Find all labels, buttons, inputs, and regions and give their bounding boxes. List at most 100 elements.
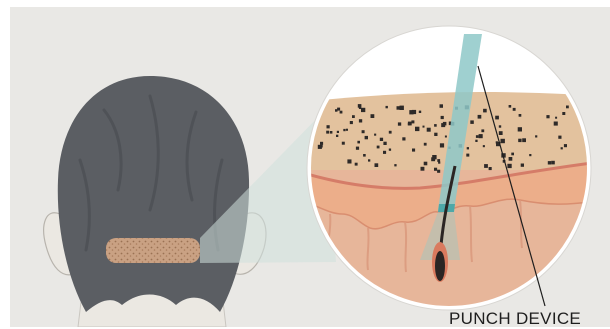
follicle-dot	[479, 134, 483, 138]
follicle-dot	[389, 149, 391, 151]
follicle-dot	[440, 104, 444, 108]
follicle-dot	[427, 128, 431, 132]
follicle-dot	[337, 108, 340, 111]
follicle-dot	[362, 130, 365, 133]
follicle-dot	[434, 124, 437, 127]
follicle-dot	[320, 145, 323, 148]
follicle-dot	[558, 136, 561, 139]
follicle-dot	[375, 163, 379, 167]
follicle-dot	[363, 154, 366, 157]
follicle-dot	[518, 127, 522, 131]
follicle-dot	[419, 111, 421, 113]
follicle-dot	[566, 106, 569, 109]
follicle-dot	[476, 135, 479, 138]
follicle-dot	[394, 164, 396, 166]
follicle-dot	[412, 110, 416, 114]
follicle-dot	[483, 145, 485, 147]
follicle-dot	[434, 168, 437, 171]
follicle-dot	[564, 144, 567, 147]
follicle-dot	[466, 154, 469, 157]
follicle-dot	[522, 138, 526, 142]
follicle-dot	[408, 123, 411, 126]
follicle-dot	[424, 162, 428, 166]
follicle-dot	[437, 159, 440, 162]
follicle-dot	[496, 141, 498, 143]
follicle-dot	[441, 116, 444, 119]
follicle-dot	[499, 125, 501, 127]
follicle-dot	[546, 115, 549, 118]
follicle-dot	[386, 106, 388, 108]
follicle-dot	[513, 108, 516, 111]
follicle-dot	[383, 151, 386, 154]
follicle-dot	[358, 104, 362, 108]
follicle-dot	[511, 153, 514, 156]
donor-patch	[106, 238, 200, 263]
follicle-dot	[489, 167, 492, 170]
follicle-dot	[402, 137, 405, 140]
follicle-dot	[383, 142, 386, 145]
follicle-dot	[337, 131, 339, 133]
follicle-dot	[352, 115, 355, 118]
follicle-dot	[374, 134, 376, 136]
follicle-dot	[424, 143, 427, 146]
follicle-dot	[483, 109, 487, 113]
follicle-dot	[561, 147, 563, 149]
follicle-dot	[359, 119, 362, 122]
follicle-dot	[509, 105, 512, 108]
follicle-dot	[335, 109, 338, 112]
follicle-dot	[415, 127, 419, 131]
follicle-dot	[554, 122, 558, 126]
follicle-dot	[355, 163, 358, 166]
follicle-core	[435, 251, 445, 281]
follicle-dot	[499, 131, 503, 135]
follicle-dot	[431, 157, 435, 161]
follicle-dot	[519, 114, 522, 117]
follicle-dot	[434, 133, 437, 136]
follicle-dot	[441, 123, 445, 127]
follicle-dot	[340, 111, 343, 114]
follicle-dot	[343, 129, 345, 131]
follicle-dot	[478, 115, 482, 119]
follicle-dot	[518, 139, 521, 142]
follicle-dot	[535, 135, 537, 137]
follicle-dot	[562, 112, 565, 115]
follicle-dot	[501, 139, 505, 143]
punch-device-label: PUNCH DEVICE	[449, 309, 581, 329]
follicle-dot	[336, 135, 338, 137]
follicle-dot	[470, 120, 474, 124]
follicle-dot	[330, 131, 333, 134]
follicle-dot	[380, 138, 383, 141]
follicle-dot	[551, 161, 555, 165]
follicle-dot	[555, 117, 557, 119]
follicle-dot	[357, 141, 360, 144]
follicle-dot	[467, 147, 469, 149]
follicle-dot	[475, 140, 477, 142]
follicle-dot	[377, 146, 380, 149]
follicle-dot	[398, 122, 401, 125]
follicle-dot	[440, 143, 444, 147]
follicle-dot	[346, 129, 348, 131]
follicle-dot	[421, 167, 425, 171]
follicle-dot	[484, 164, 488, 168]
follicle-dot	[389, 131, 392, 134]
follicle-dot	[437, 170, 440, 173]
follicle-dot	[529, 154, 531, 156]
follicle-dot	[365, 136, 368, 139]
follicle-dot	[509, 157, 513, 161]
follicle-dot	[356, 147, 359, 150]
follicle-dot	[495, 116, 499, 120]
follicle-dot	[481, 129, 484, 132]
follicle-dot	[445, 136, 447, 138]
follicle-dot	[397, 106, 401, 110]
follicle-dot	[548, 161, 551, 164]
follicle-dot	[507, 164, 511, 168]
follicle-dot	[412, 149, 415, 152]
follicle-dot	[342, 142, 345, 145]
follicle-dot	[350, 121, 353, 124]
follicle-dot	[327, 125, 330, 128]
follicle-dot	[368, 159, 370, 161]
follicle-dot	[347, 159, 351, 163]
follicle-dot	[371, 114, 375, 118]
